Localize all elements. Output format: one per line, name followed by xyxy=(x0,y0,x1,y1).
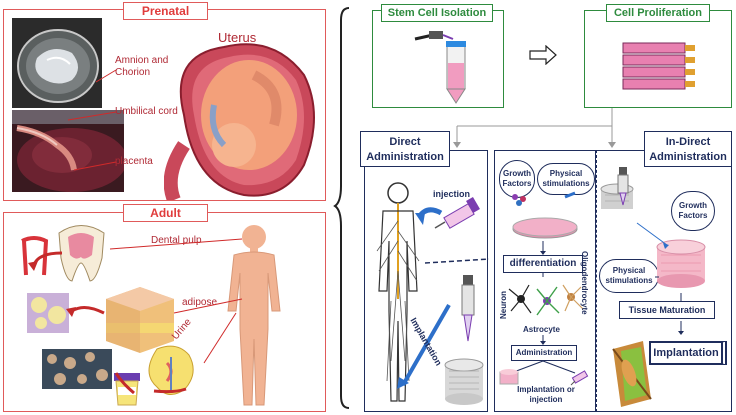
indirect-pipette-icon xyxy=(617,167,629,206)
scaffold-icon xyxy=(444,358,484,405)
tooth-illustration xyxy=(58,225,105,282)
syringe-icon xyxy=(434,196,480,229)
placenta-image xyxy=(12,110,127,192)
adipose-label: adipose xyxy=(182,297,218,308)
adult-arrows xyxy=(28,238,243,395)
petri-media-icon xyxy=(512,191,578,239)
dental-pulp-label: Dental pulp xyxy=(151,235,202,246)
placenta-label: placenta xyxy=(115,156,153,167)
spinal-graft-icon xyxy=(612,341,652,407)
proliferation-box xyxy=(584,10,732,108)
uterus-label: Uterus xyxy=(218,30,257,45)
amnion-photo xyxy=(12,18,102,108)
indirect-connectors xyxy=(636,222,684,335)
mini-syringe-icon xyxy=(570,370,589,386)
differentiation-label: differentiation xyxy=(503,255,583,273)
indirect-implantation-label: Implantation xyxy=(649,341,727,365)
prenatal-title: Prenatal xyxy=(123,2,208,20)
umbilical-cord-label: Umbilical cord xyxy=(115,106,178,117)
direct-divider xyxy=(424,258,489,264)
tissue-maturation-label: Tissue Maturation xyxy=(619,301,715,319)
astrocyte-label: Astrocyte xyxy=(523,325,560,334)
adipose-illustration xyxy=(106,287,174,353)
proliferation-title: Cell Proliferation xyxy=(606,4,710,22)
administration-label: Administration xyxy=(511,345,577,361)
human-body xyxy=(227,225,281,406)
urine-cup xyxy=(114,373,140,406)
isolation-title: Stem Cell Isolation xyxy=(381,4,493,22)
adult-title: Adult xyxy=(123,204,208,222)
amnion-label: Amnion and Chorion xyxy=(115,55,169,78)
physical-stim-label: Physical stimulations xyxy=(537,163,595,195)
injection-label: injection xyxy=(433,189,471,199)
next-arrow-icon xyxy=(529,45,557,65)
tissue-construct-icon xyxy=(656,239,706,288)
neuron-label: Neuron xyxy=(499,291,508,319)
isolation-box xyxy=(372,10,504,108)
direct-panel: injection Implantation xyxy=(364,150,489,412)
injection-arrow xyxy=(415,207,443,225)
adipose-cells xyxy=(27,293,69,333)
adult-panel: Dental pulp adipose Urine xyxy=(3,212,326,412)
implantation-arrow xyxy=(397,304,451,389)
placenta-photo xyxy=(12,110,127,192)
mini-scaffold-icon xyxy=(499,369,519,385)
outcome-label: Implantation or injection xyxy=(517,385,575,404)
petri-dish-image xyxy=(17,29,99,103)
indirect-growth-factors-label: Growth Factors xyxy=(671,191,715,231)
kidney-illustration xyxy=(148,345,194,395)
culture-flasks-icon xyxy=(622,42,695,90)
pipette-icon xyxy=(461,275,475,342)
grouping-brace xyxy=(333,7,350,409)
prenatal-panel: Uterus Amnion and Chorion Umbilical cord… xyxy=(3,9,326,201)
direct-title: Direct Administration xyxy=(360,131,450,167)
urine-cells xyxy=(42,349,112,389)
branch-connectors xyxy=(453,108,616,148)
indirect-panel: Growth Factors Physical stimulations Tis… xyxy=(596,150,732,412)
oligodendrocyte-label: Oligodendrocyte xyxy=(580,251,589,315)
uterus-illustration xyxy=(164,43,315,200)
differentiation-panel: Growth Factors Physical stimulations dif… xyxy=(494,150,596,412)
nervous-system-figure xyxy=(376,182,420,402)
pulp-extract xyxy=(21,236,49,276)
indirect-title: In-Direct Administration xyxy=(644,131,732,167)
falcon-tube-icon xyxy=(414,31,466,104)
prenatal-arrows xyxy=(67,69,117,171)
neural-cells-icon xyxy=(508,284,584,316)
